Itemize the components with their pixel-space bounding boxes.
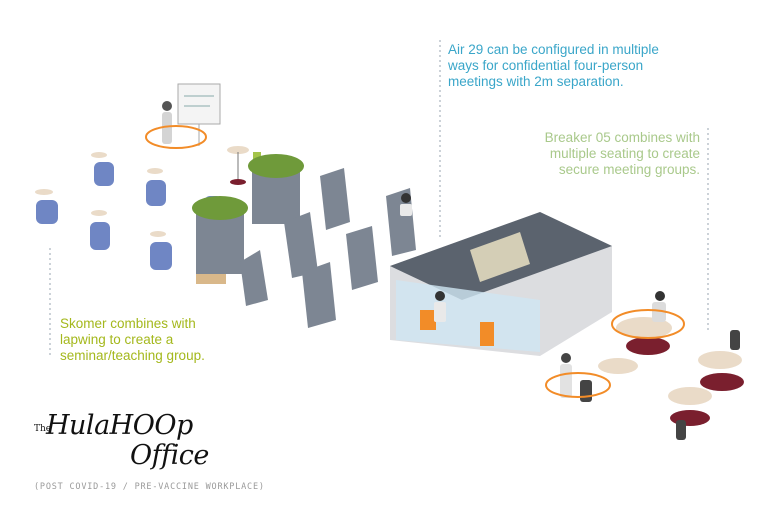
distance-ring-presenter [145,125,207,149]
logo-the: The [34,424,52,434]
logo-subtitle: (POST COVID-19 / PRE-VACCINE WORKPLACE) [34,482,265,492]
booth-screens [240,168,416,328]
hulahoop-logo: The HulaHOOp Office [34,410,234,480]
skomer-caption: Skomer combines with lapwing to create a… [60,316,205,363]
planter-screens [192,154,304,284]
seated-breaker-figure [652,291,666,322]
chair-5 [150,231,172,270]
air29-pod [390,212,612,356]
chair-4 [90,210,110,250]
chair-2 [91,152,114,186]
chair-1 [35,189,58,224]
chair-3 [146,168,166,206]
logo-line1: HulaHOOp [46,410,193,441]
air29-caption: Air 29 can be configured in multiple way… [448,42,659,89]
whiteboard [177,83,221,146]
presenter-figure [162,101,172,144]
seated-booth-figure [400,193,412,216]
breaker-tables [598,317,744,426]
distance-ring-standing [545,372,611,398]
distance-ring-breaker [611,309,685,339]
logo-line2: Office [130,440,209,471]
breaker05-caption: Breaker 05 combines with multiple seatin… [544,130,700,177]
